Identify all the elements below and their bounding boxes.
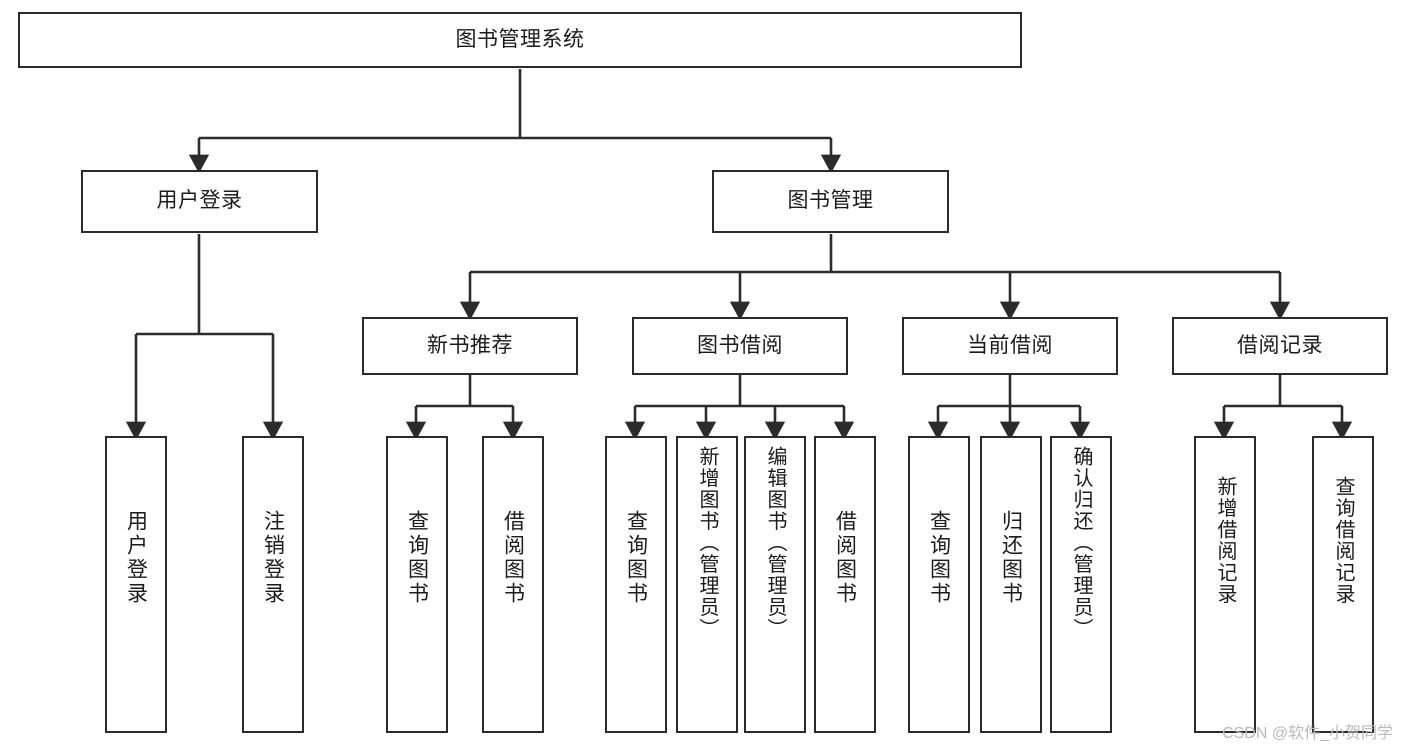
node-label: 注销登录 [261,510,285,606]
node-borrow-record[interactable]: 借阅记录 [1172,317,1388,375]
leaf-new-book-borrow[interactable]: 借阅图书 [482,436,544,733]
node-label: 新增图书（管理员） [696,446,718,640]
leaf-borrow-add-book-admin[interactable]: 新增图书（管理员） [676,436,738,733]
node-label: 确认归还（管理员） [1070,446,1092,640]
node-label: 新书推荐 [427,333,513,357]
node-label: 新增借阅记录 [1214,476,1236,605]
node-current-borrow[interactable]: 当前借阅 [902,317,1118,375]
node-label: 查询图书 [405,510,429,606]
leaf-borrow-edit-book-admin[interactable]: 编辑图书（管理员） [744,436,806,733]
node-label: 查询图书 [624,510,648,606]
node-label: 借阅图书 [833,510,857,606]
leaf-user-login-logout[interactable]: 注销登录 [242,436,304,733]
node-label: 用户登录 [156,189,243,213]
leaf-current-return-book[interactable]: 归还图书 [980,436,1042,733]
watermark-text: CSDN @软件_小贺同学 [1222,725,1393,742]
node-user-login[interactable]: 用户登录 [81,170,318,233]
node-label: 用户登录 [124,510,148,606]
leaf-user-login-login[interactable]: 用户登录 [105,436,167,733]
node-root-book-management-system[interactable]: 图书管理系统 [18,12,1022,68]
node-label: 查询借阅记录 [1332,476,1354,605]
node-label: 查询图书 [927,510,951,606]
node-label: 图书管理系统 [455,27,585,51]
node-label: 图书借阅 [697,333,783,357]
node-label: 借阅图书 [501,510,525,606]
node-label: 当前借阅 [967,333,1053,357]
leaf-borrow-borrow-book[interactable]: 借阅图书 [814,436,876,733]
node-label: 归还图书 [999,510,1023,606]
node-book-management[interactable]: 图书管理 [712,170,949,233]
node-new-book-recommend[interactable]: 新书推荐 [362,317,578,375]
leaf-record-query-borrow-record[interactable]: 查询借阅记录 [1312,436,1374,733]
leaf-new-book-query[interactable]: 查询图书 [386,436,448,733]
leaf-current-confirm-return-admin[interactable]: 确认归还（管理员） [1050,436,1112,733]
leaf-borrow-query-book[interactable]: 查询图书 [605,436,667,733]
leaf-record-add-borrow-record[interactable]: 新增借阅记录 [1194,436,1256,733]
node-label: 借阅记录 [1237,333,1323,357]
node-label: 图书管理 [787,189,874,213]
node-label: 编辑图书（管理员） [764,446,786,640]
node-book-borrow[interactable]: 图书借阅 [632,317,848,375]
leaf-current-query-book[interactable]: 查询图书 [908,436,970,733]
